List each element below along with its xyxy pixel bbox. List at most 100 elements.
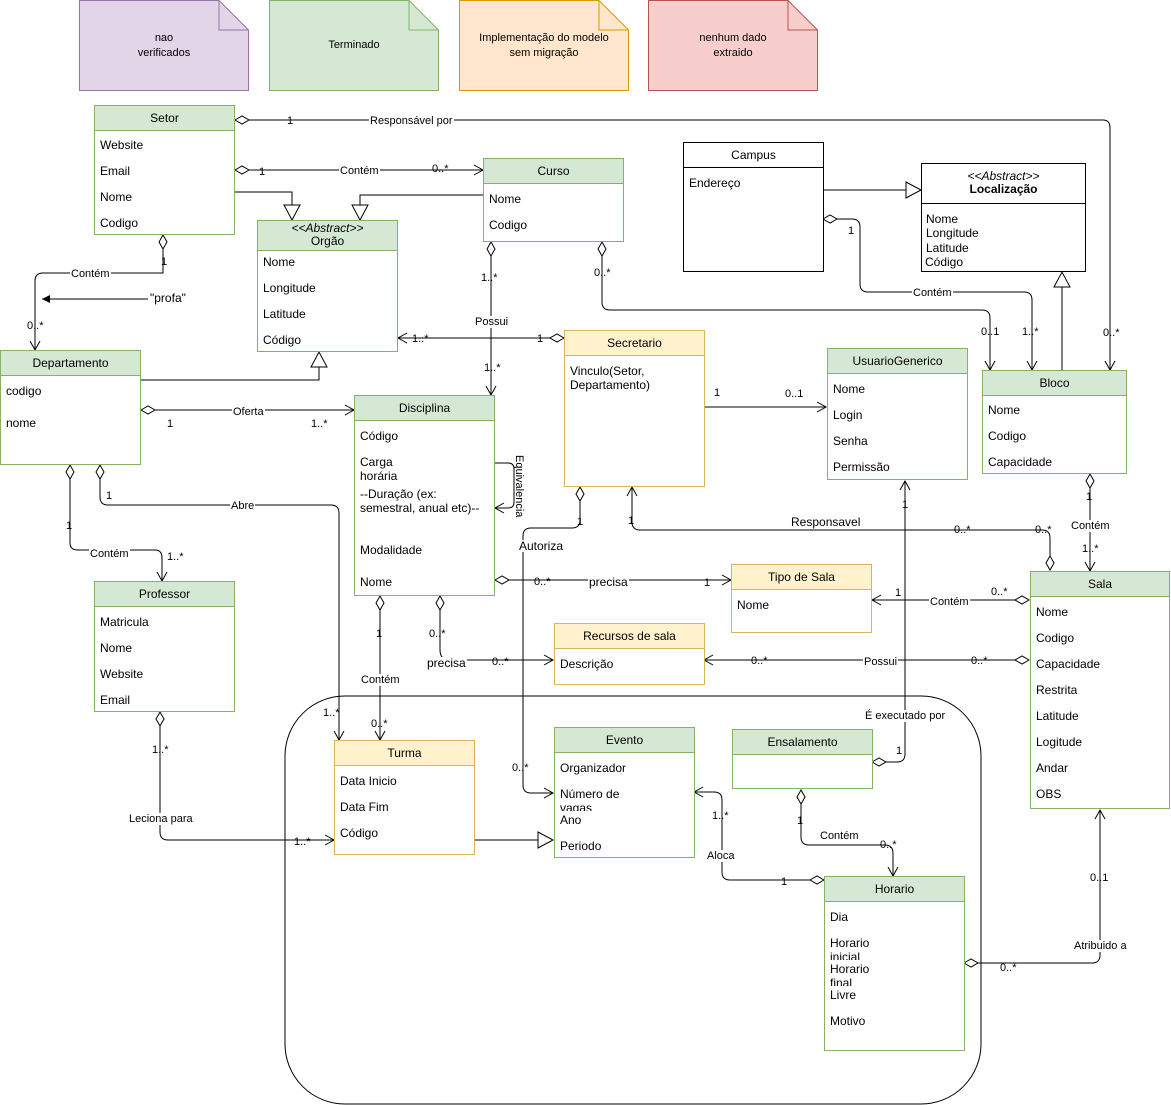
class-usuario-generico[interactable]: UsuarioGenerico Nome Login Senha Permiss…: [827, 348, 968, 480]
multiplicity: 0..*: [432, 163, 449, 175]
multiplicity: 0..*: [1000, 962, 1017, 974]
legend-note-unverified: nao verificados: [79, 0, 249, 91]
class-name: Localização: [969, 182, 1038, 196]
multiplicity: 1: [161, 256, 168, 268]
attribute: Longitude: [926, 226, 979, 240]
attribute: Horario inicial: [830, 936, 870, 960]
legend-note-no-data: nenhum dado extraido: [648, 0, 818, 91]
legend-label: nenhum dado extraido: [699, 31, 767, 59]
class-sala[interactable]: Sala Nome Codigo Capacidade Restrita Lat…: [1030, 571, 1170, 809]
multiplicity: 0..*: [991, 586, 1008, 598]
attribute: Nome: [100, 190, 133, 204]
class-title: Turma: [335, 741, 474, 766]
attribute: Endereço: [689, 176, 741, 190]
attribute: Vinculo(Setor, Departamento): [570, 364, 651, 392]
stereotype: <<Abstract>>: [967, 169, 1040, 183]
class-secretario[interactable]: Secretario Vinculo(Setor, Departamento): [564, 330, 705, 487]
multiplicity: 1: [376, 628, 383, 640]
class-departamento[interactable]: Departamento codigo nome: [0, 350, 141, 465]
attribute: nome: [6, 416, 37, 430]
label-responsavel: Responsavel: [790, 515, 862, 529]
class-turma[interactable]: Turma Data Inicio Data Fim Código: [334, 740, 475, 855]
class-name: Orgão: [310, 234, 345, 248]
class-title: Recursos de sala: [555, 624, 704, 649]
attribute: Código: [263, 333, 302, 347]
multiplicity: 1..*: [323, 707, 340, 719]
label-contem: Contém: [70, 268, 111, 280]
attribute: Nome: [737, 598, 770, 612]
class-title: Setor: [95, 106, 234, 131]
multiplicity: 0..*: [371, 718, 388, 730]
class-recursos-de-sala[interactable]: Recursos de sala Descrição: [554, 623, 705, 685]
label-possui: Possui: [474, 316, 510, 328]
multiplicity: 1..*: [1022, 326, 1039, 338]
attribute: Nome: [489, 192, 522, 206]
multiplicity: 1..*: [294, 836, 311, 848]
attribute: Matricula: [100, 615, 149, 629]
multiplicity: 0..1: [1090, 872, 1109, 884]
class-setor[interactable]: Setor Website Email Nome Codigo: [94, 105, 235, 235]
multiplicity: 1: [259, 166, 266, 178]
multiplicity: 0..*: [971, 655, 988, 667]
class-title: Professor: [95, 582, 234, 607]
class-orgao[interactable]: <<Abstract>> Orgão Nome Longitude Latitu…: [257, 220, 398, 352]
class-title: UsuarioGenerico: [828, 349, 967, 374]
class-campus[interactable]: Campus Endereço: [683, 142, 824, 272]
multiplicity: 1: [537, 333, 544, 345]
class-ensalamento[interactable]: Ensalamento: [732, 729, 873, 789]
class-title: Evento: [555, 728, 694, 753]
class-professor[interactable]: Professor Matricula Nome Website Email: [94, 581, 235, 712]
class-title: <<Abstract>> Orgão: [258, 221, 397, 251]
attribute: Data Fim: [340, 800, 389, 814]
class-curso[interactable]: Curso Nome Codigo: [483, 158, 624, 242]
multiplicity: 1: [628, 515, 635, 527]
multiplicity: 0..*: [492, 656, 509, 668]
attribute: Código: [340, 826, 379, 840]
multiplicity: 1: [287, 115, 294, 127]
class-title: Horario: [825, 877, 964, 902]
label-oferta: Oferta: [232, 406, 265, 418]
class-horario[interactable]: Horario Dia Horario inicial Horario fina…: [824, 876, 965, 1051]
attribute: Periodo: [560, 839, 602, 853]
class-title: Sala: [1031, 572, 1169, 597]
attribute: Latitude: [263, 307, 306, 321]
legend-note-no-migration: Implementação do modelo sem migração: [459, 0, 629, 91]
class-tipo-de-sala[interactable]: Tipo de Sala Nome: [731, 564, 872, 633]
legend-note-finished: Terminado: [269, 0, 439, 91]
attribute: Carga horária: [360, 455, 398, 483]
stereotype: <<Abstract>>: [291, 221, 364, 235]
multiplicity: 1: [577, 516, 584, 528]
attribute: Número de vagas: [560, 787, 620, 811]
class-title: <<Abstract>> Localização: [922, 164, 1085, 204]
multiplicity: 1..*: [484, 362, 501, 374]
multiplicity: 1: [106, 490, 113, 502]
multiplicity: 1: [896, 745, 903, 757]
label-contem: Contém: [929, 596, 970, 608]
class-evento[interactable]: Evento Organizador Número de vagas Ano P…: [554, 727, 695, 858]
attribute: Código: [925, 255, 964, 269]
label-precisa: precisa: [426, 656, 467, 670]
attribute: Latitude: [926, 241, 969, 255]
multiplicity: 1..*: [481, 272, 498, 284]
legend-label: nao verificados: [137, 31, 191, 59]
attribute: Capacidade: [988, 455, 1053, 469]
multiplicity: 1..*: [412, 333, 429, 345]
attribute: Nome: [988, 403, 1021, 417]
class-bloco[interactable]: Bloco Nome Codigo Capacidade: [982, 370, 1127, 474]
label-abre: Abre: [230, 500, 256, 512]
attribute: Livre: [830, 988, 857, 1002]
multiplicity: 0..*: [594, 267, 611, 279]
multiplicity: 1..*: [167, 551, 184, 563]
label-responsavel-por: Responsável por: [369, 115, 454, 127]
multiplicity: 1..*: [712, 810, 729, 822]
class-title: Disciplina: [355, 396, 494, 421]
multiplicity: 1: [1086, 491, 1093, 503]
attribute: Login: [833, 408, 863, 422]
legend-label: Terminado: [328, 39, 380, 51]
class-disciplina[interactable]: Disciplina Código Carga horária --Duraçã…: [354, 395, 495, 596]
attribute: Descrição: [560, 657, 614, 671]
class-localizacao[interactable]: <<Abstract>> Localização Nome Longitude …: [921, 163, 1086, 272]
attribute: Organizador: [560, 761, 627, 775]
multiplicity: 0..*: [1103, 327, 1120, 339]
multiplicity: 1..*: [311, 418, 328, 430]
